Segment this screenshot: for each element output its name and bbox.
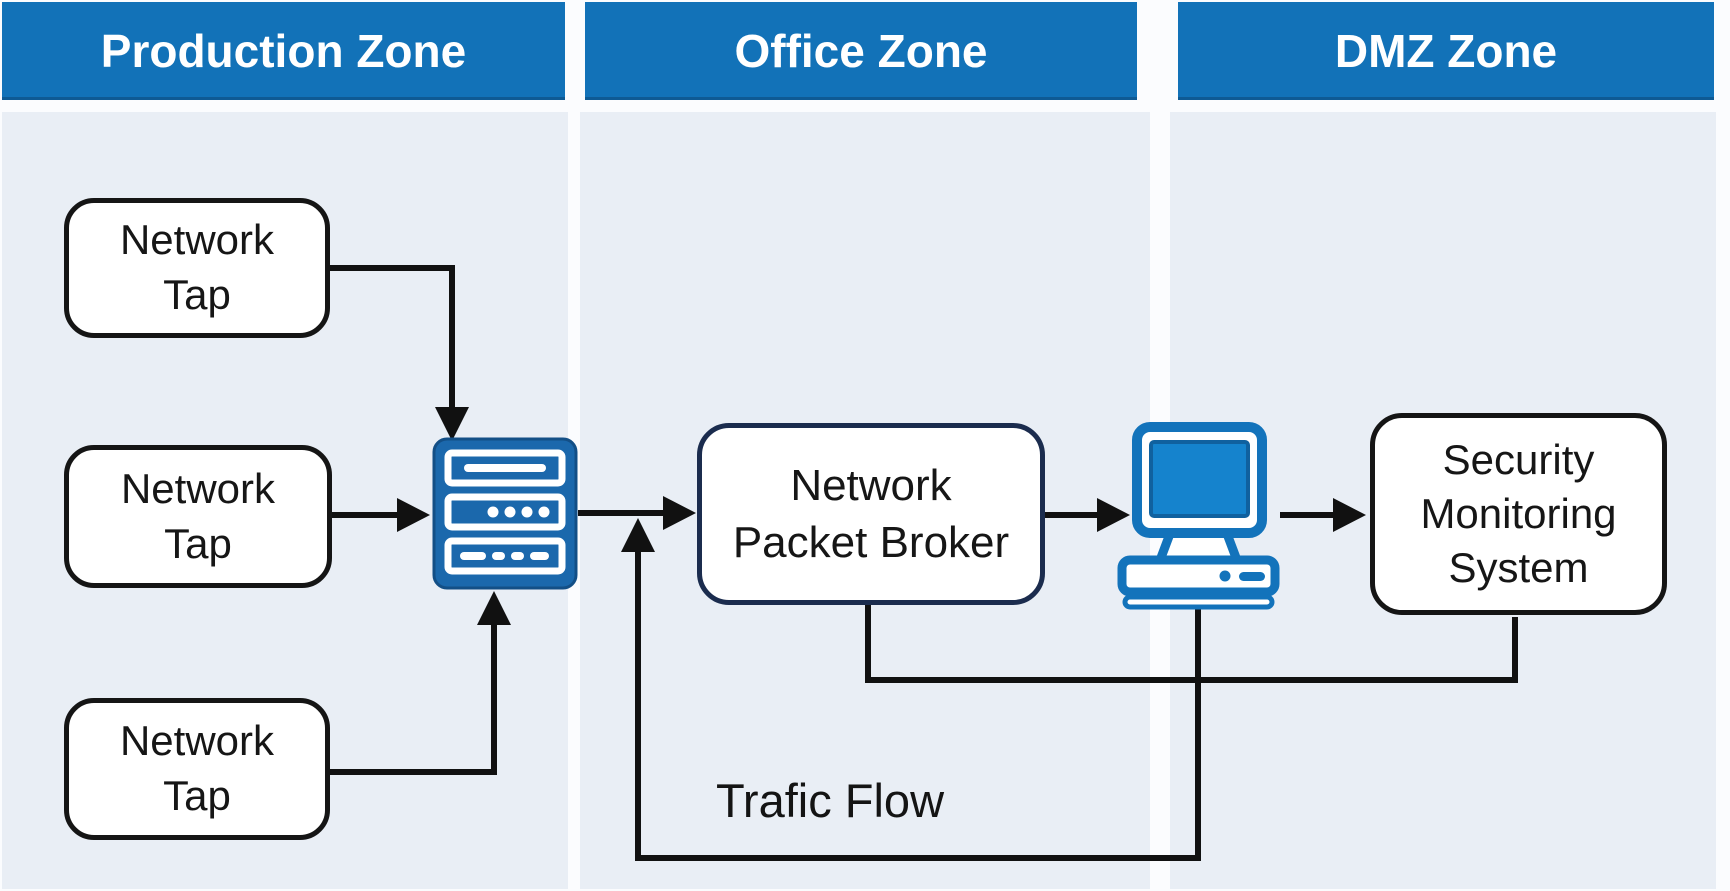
zone-label: Production Zone xyxy=(100,25,467,77)
node-label-line: Security xyxy=(1442,436,1595,484)
arrowhead-return-up xyxy=(621,518,655,552)
arrowhead-tap3-up xyxy=(477,591,511,625)
wire-broker-sms-loop xyxy=(865,605,1518,683)
node-label-line: System xyxy=(1448,543,1589,591)
arrowhead-computer-right xyxy=(1097,498,1130,532)
traffic-flow-label: Trafic Flow xyxy=(715,774,945,827)
node-label-line: Tap xyxy=(163,772,231,819)
node-label-line: Network xyxy=(790,460,952,510)
server-rack-icon xyxy=(432,437,578,590)
node-label-line: Monitoring xyxy=(1420,490,1617,538)
arrowhead-sms-right xyxy=(1333,498,1366,532)
node-network-tap-1: Network Tap xyxy=(64,198,330,338)
zone-label: DMZ Zone xyxy=(1334,25,1558,77)
node-label-line: Network xyxy=(119,216,275,264)
zone-header-dmz: DMZ Zone xyxy=(1178,2,1714,100)
node-label-line: Network xyxy=(120,464,276,512)
zone-label: Office Zone xyxy=(734,25,988,77)
desktop-computer-icon xyxy=(1117,422,1280,610)
node-security-monitoring-system: Security Monitoring System xyxy=(1370,413,1667,615)
node-label-line: Network xyxy=(119,717,275,765)
zone-header-office: Office Zone xyxy=(585,2,1137,100)
arrowhead-tap2-right xyxy=(397,498,430,532)
wire-tap1-to-aggregator xyxy=(330,265,455,410)
wire-tap3-to-aggregator xyxy=(330,624,497,775)
arrowhead-tap1-down xyxy=(435,407,469,441)
node-label-line: Packet Broker xyxy=(732,518,1010,567)
node-network-packet-broker: Network Packet Broker xyxy=(697,423,1045,605)
node-label-line: Tap xyxy=(163,271,231,318)
wire-traffic-flow-return xyxy=(635,550,1201,861)
node-network-tap-3: Network Tap xyxy=(64,698,330,840)
zone-header-production: Production Zone xyxy=(2,2,565,100)
node-label-line: Tap xyxy=(164,519,232,567)
arrowhead-broker-right xyxy=(663,496,696,530)
node-network-tap-2: Network Tap xyxy=(64,445,332,588)
